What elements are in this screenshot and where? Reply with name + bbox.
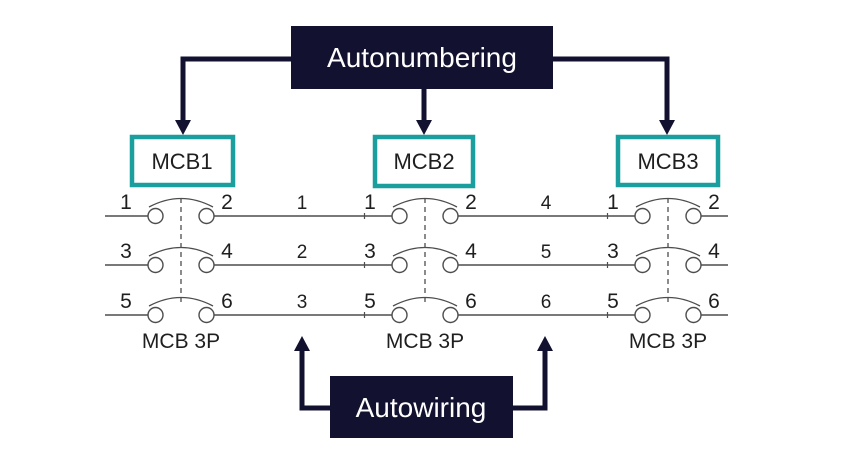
pole-arc — [635, 246, 701, 257]
autowiring-box — [330, 376, 513, 438]
device-type-label: MCB 3P — [629, 330, 707, 353]
terminal-circle — [442, 207, 459, 225]
terminal-number: 2 — [221, 191, 233, 214]
pole-arc — [148, 246, 214, 257]
terminal-number: 2 — [708, 191, 720, 214]
terminal-number: 2 — [465, 191, 477, 214]
mcb1-name-label: MCB1 — [151, 149, 212, 174]
connector-to-wires-left — [299, 350, 330, 411]
terminal-number: 6 — [465, 290, 477, 313]
terminal-circle — [391, 306, 408, 324]
terminal-circle — [391, 256, 408, 274]
terminal-number: 1 — [120, 191, 132, 214]
terminal-number: 5 — [120, 290, 132, 313]
pole-arc — [392, 296, 458, 307]
breaker-symbol-mcb2: 1 2 3 4 5 6 MCB 3P — [364, 191, 477, 353]
terminal-circle — [685, 207, 702, 225]
terminal-number: 1 — [364, 191, 376, 214]
wire-number: 5 — [541, 242, 552, 263]
autonumbering-banner: Autonumbering — [175, 26, 675, 135]
terminal-number: 4 — [708, 240, 720, 263]
arrow-up-icon — [537, 336, 553, 351]
pole-arc — [392, 197, 458, 208]
wires — [105, 213, 728, 318]
terminal-circle — [685, 256, 702, 274]
terminal-circle — [147, 256, 164, 274]
mcb3-name-label: MCB3 — [637, 149, 698, 174]
terminal-circle — [147, 207, 164, 225]
connector-to-wires-right — [513, 350, 548, 411]
pole-arc — [148, 296, 214, 307]
wire-number: 1 — [297, 193, 308, 214]
connector-to-mcb1 — [180, 56, 291, 121]
terminal-circle — [634, 306, 651, 324]
wire-number: 4 — [541, 193, 552, 214]
wire-number: 2 — [297, 242, 308, 263]
terminal-number: 3 — [607, 240, 619, 263]
terminal-circle — [634, 207, 651, 225]
autonumbering-box — [291, 26, 553, 89]
mcb2-name-label: MCB2 — [393, 149, 454, 174]
terminal-circle — [147, 306, 164, 324]
mcb1-name-box — [129, 134, 236, 188]
terminal-number: 3 — [364, 240, 376, 263]
terminal-number: 4 — [221, 240, 233, 263]
arrow-up-icon — [294, 336, 310, 351]
terminal-circle — [442, 306, 459, 324]
pole-arc — [392, 246, 458, 257]
pole-arc — [635, 296, 701, 307]
pole-arc — [635, 197, 701, 208]
autonumbering-label: Autonumbering — [327, 42, 517, 73]
wire-number-labels: 1 2 3 4 5 6 — [297, 193, 552, 313]
terminal-number: 4 — [465, 240, 477, 263]
breaker-symbol-mcb1: 1 2 3 4 5 6 MCB 3P — [120, 191, 233, 353]
terminal-circle — [634, 256, 651, 274]
wire-number: 3 — [297, 292, 308, 313]
arrow-down-icon — [659, 120, 675, 135]
autowiring-label: Autowiring — [356, 392, 487, 423]
terminal-number: 6 — [221, 290, 233, 313]
terminal-circle — [198, 207, 215, 225]
arrow-down-icon — [175, 120, 191, 135]
device-name-tags: MCB1 MCB2 MCB3 — [129, 134, 721, 189]
terminal-number: 5 — [364, 290, 376, 313]
pole-arc — [148, 197, 214, 208]
mcb2-name-box — [372, 134, 476, 189]
terminal-circle — [685, 306, 702, 324]
autowiring-banner: Autowiring — [294, 336, 553, 438]
arrow-down-icon — [416, 120, 432, 135]
device-type-label: MCB 3P — [142, 330, 220, 353]
terminal-circle — [198, 256, 215, 274]
terminal-number: 6 — [708, 290, 720, 313]
terminal-number: 3 — [120, 240, 132, 263]
terminal-number: 5 — [607, 290, 619, 313]
mcb3-name-box — [615, 134, 721, 188]
terminal-circle — [442, 256, 459, 274]
terminal-number: 1 — [607, 191, 619, 214]
breaker-symbol-mcb3: 1 2 3 4 5 6 MCB 3P — [607, 191, 720, 353]
terminal-circle — [391, 207, 408, 225]
device-type-label: MCB 3P — [386, 330, 464, 353]
wire-number: 6 — [541, 292, 552, 313]
terminal-circle — [198, 306, 215, 324]
connector-to-mcb3 — [553, 56, 670, 121]
